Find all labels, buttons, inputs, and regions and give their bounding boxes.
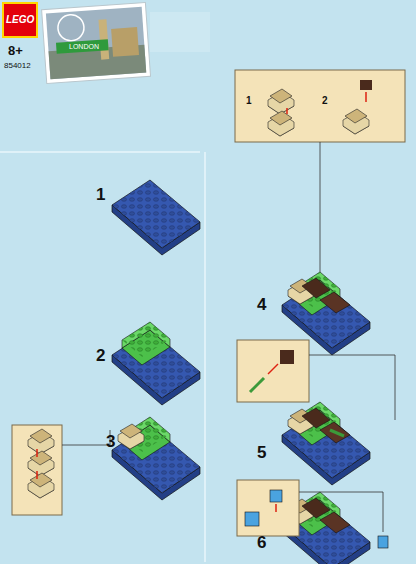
divider xyxy=(204,152,206,562)
substep-number: 2 xyxy=(322,96,328,106)
inset-box xyxy=(12,425,62,515)
step-number: 6 xyxy=(257,534,266,551)
logo-text: LEGO xyxy=(6,15,34,25)
divider xyxy=(0,151,200,153)
step-number: 5 xyxy=(257,444,266,461)
step-number: 2 xyxy=(96,347,105,364)
age-mark: 8+ xyxy=(8,44,23,57)
inset-box xyxy=(237,480,299,536)
logo-box xyxy=(3,3,37,37)
step-number: 1 xyxy=(96,186,105,203)
substep-number: 1 xyxy=(246,96,252,106)
inset-box xyxy=(235,70,405,142)
step-number: 3 xyxy=(106,433,115,450)
inset-box xyxy=(237,340,309,402)
set-number: 854012 xyxy=(4,62,31,70)
step-number: 4 xyxy=(257,296,266,313)
card-text: LONDON xyxy=(69,43,99,50)
postcard xyxy=(42,2,151,83)
